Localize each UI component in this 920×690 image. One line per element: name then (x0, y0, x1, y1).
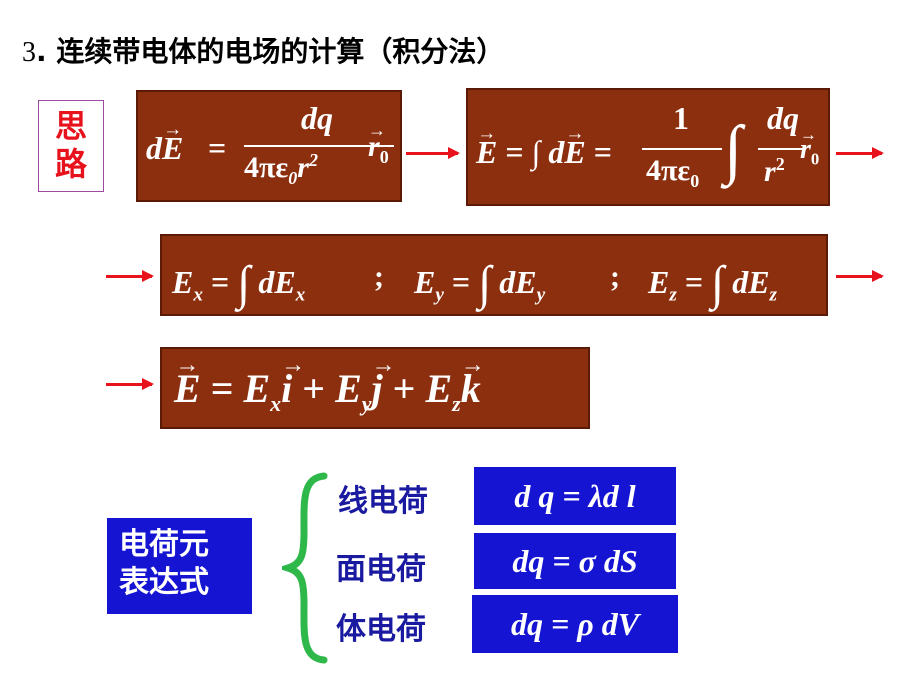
formula-surface-charge: dq = σ dS (474, 533, 676, 589)
slide-title: 3. 连续带电体的电场的计算（积分法） (22, 30, 504, 70)
formula-box-de: dE = dq 4πε0r2 r0 (136, 90, 402, 202)
vector-sum-expression: E = Exi + Eyj + Ezk (174, 352, 481, 417)
fraction-bar-1 (244, 145, 394, 147)
r0-vector-2: r0 (800, 125, 819, 170)
charge-box-line-2: 表达式 (119, 565, 209, 600)
arrow-4 (836, 270, 884, 282)
formula-box-integral: E = ∫ dE = 1 4πε0 ∫ dq r2 r0 (466, 88, 830, 206)
denominator-1: 4πε0r2 (244, 150, 318, 188)
component-z: Ez = ∫ dEz (648, 257, 778, 310)
separator-1: ; (374, 260, 384, 293)
label-surface-charge: 面电荷 (336, 552, 426, 587)
curly-brace (282, 472, 328, 664)
denominator-3: r2 (764, 154, 785, 188)
label-line-charge: 线电荷 (338, 484, 428, 519)
fraction-bar-2 (642, 148, 722, 150)
fraction-bar-3 (758, 148, 806, 150)
denominator-2: 4πε0 (646, 154, 700, 191)
arrow-5 (106, 378, 154, 390)
formula-volume-charge: dq = ρ dV (472, 595, 678, 653)
formula-box-components: Ex = ∫ dEx ; Ey = ∫ dEy ; Ez = ∫ dEz (160, 234, 828, 316)
label-volume-charge: 体电荷 (336, 612, 426, 647)
e-vector: E (162, 119, 184, 167)
r0-vector: r0 (368, 120, 389, 168)
charge-box-line-1: 电荷元 (119, 527, 209, 562)
equals-1: = (208, 130, 227, 166)
arrow-3 (106, 270, 154, 282)
component-y: Ey = ∫ dEy (414, 257, 546, 310)
approach-char-2: 路 (54, 145, 87, 183)
approach-label: 思 路 (38, 100, 104, 192)
charge-element-box: 电荷元 表达式 (107, 518, 252, 614)
title-text: . 连续带电体的电场的计算（积分法） (36, 35, 505, 68)
formula-line-charge: d q = λd l (474, 467, 676, 525)
numerator-one: 1 (673, 100, 689, 136)
de-lhs: dE (146, 119, 184, 167)
formula-box-vector-sum: E = Exi + Eyj + Ezk (160, 347, 590, 429)
numerator-dq-2: dq (767, 100, 799, 136)
arrow-1 (406, 147, 460, 159)
integral-lhs: E = ∫ dE = (476, 123, 612, 171)
approach-char-1: 思 (54, 107, 87, 145)
integral-sign: ∫ (724, 113, 743, 186)
component-x: Ex = ∫ dEx (172, 257, 306, 310)
arrow-2 (836, 147, 884, 159)
numerator-dq: dq (301, 100, 333, 136)
separator-2: ; (610, 260, 620, 293)
section-number: 3 (22, 37, 36, 68)
